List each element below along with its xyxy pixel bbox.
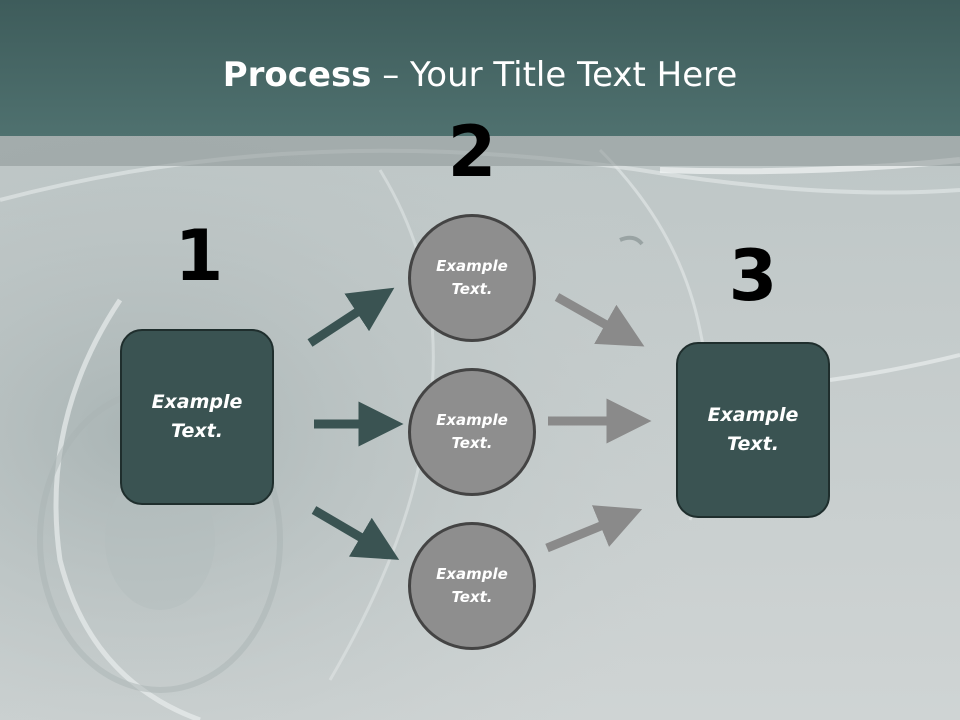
step-2-circle-bottom-text: Example Text. bbox=[436, 565, 508, 606]
step-1-number: 1 bbox=[174, 215, 224, 297]
title-strong: Process bbox=[222, 55, 372, 95]
arrow-top-to-3 bbox=[554, 293, 645, 347]
step-1-box[interactable]: Example Text. bbox=[120, 329, 274, 505]
arrow-1-to-bottom bbox=[311, 506, 400, 560]
step-2-circle-top[interactable]: Example Text. bbox=[408, 214, 536, 342]
step-3-number: 3 bbox=[728, 235, 778, 317]
arrow-1-to-top bbox=[307, 287, 395, 347]
step-2-circle-middle[interactable]: Example Text. bbox=[408, 368, 536, 496]
step-2-circle-middle-text: Example Text. bbox=[436, 411, 508, 452]
step-1-box-text: Example Text. bbox=[151, 391, 243, 442]
title-bar bbox=[0, 0, 960, 136]
slide-title: Process – Your Title Text Here bbox=[0, 52, 960, 98]
step-3-box-text: Example Text. bbox=[707, 404, 799, 455]
step-3-box[interactable]: Example Text. bbox=[676, 342, 830, 518]
title-rest: – Your Title Text Here bbox=[371, 55, 738, 95]
title-band bbox=[0, 136, 960, 166]
arrow-bottom-to-3 bbox=[545, 505, 643, 553]
step-2-circle-top-text: Example Text. bbox=[436, 257, 508, 298]
step-2-number: 2 bbox=[447, 111, 497, 193]
step-2-circle-bottom[interactable]: Example Text. bbox=[408, 522, 536, 650]
